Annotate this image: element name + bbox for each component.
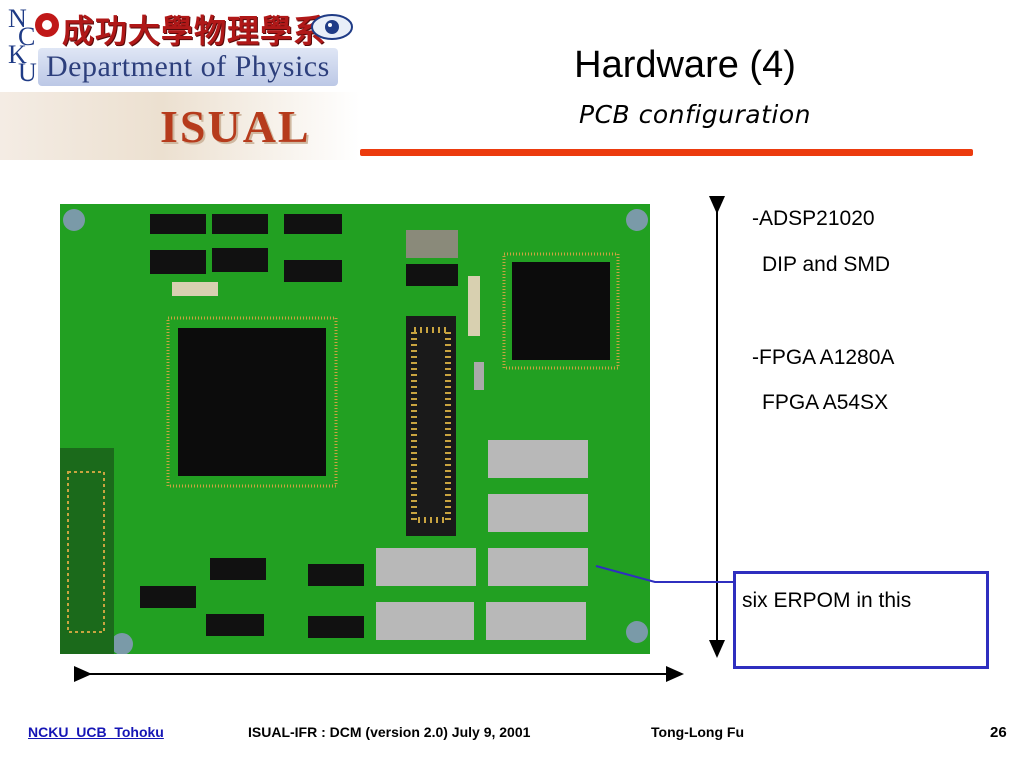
header-pins [468,276,480,336]
eprom-chip [376,548,476,586]
footer-link[interactable]: NCKU_UCB_Tohoku [28,724,164,740]
ncku-letter-n: N [8,4,27,33]
logo-chinese-name: 成功大學物理學系 [62,12,327,50]
ic-chip [150,250,206,274]
capacitor [474,362,484,390]
ic-chip [150,214,206,234]
eprom-chip [486,602,586,640]
mounting-hole [626,621,648,643]
mounting-hole [111,633,133,654]
fpga-chip-2 [512,262,610,360]
adsp-chip [406,316,456,536]
ncku-letter-u: U [18,58,37,87]
ic-chip [284,260,342,282]
slide-subtitle: PCB configuration [579,100,811,129]
bullet-fpga-a1280a: -FPGA A1280A [752,346,895,369]
eprom-chip [488,440,588,478]
mounting-hole [626,209,648,231]
callout-leader-line [595,565,734,583]
title-underline [360,149,973,156]
department-logo: N C K U 成功大學物理學系 Department of Physics I… [0,0,360,160]
bullet-adsp: -ADSP21020 [752,207,875,230]
eprom-chip [376,602,474,640]
ic-chip [308,616,364,638]
ic-chip [206,614,264,636]
oscillator [406,230,458,258]
callout-box [733,571,989,669]
footer-author: Tong-Long Fu [651,724,745,740]
ic-chip [212,214,268,234]
page-number: 26 [990,724,1007,741]
footer-title: ISUAL-IFR : DCM (version 2.0) July 9, 20… [248,724,531,740]
ncku-letter-k: K [8,40,27,69]
ncku-letter-c: C [18,22,36,51]
flower-emblem-icon [35,13,59,37]
bullet-fpga-a54sx: FPGA A54SX [762,391,889,414]
fpga-pins [166,316,338,488]
atom-eye-icon [311,14,353,40]
ic-chip [284,214,342,234]
callout-text: six ERPOM in this [742,589,912,612]
ic-chip [212,248,268,272]
connector-pins [67,471,105,633]
slide-title: Hardware (4) [574,44,796,86]
ic-chip [406,264,458,286]
eprom-chip [488,494,588,532]
eprom-chip [488,548,588,586]
mounting-hole [63,209,85,231]
pcb-photo [60,204,650,654]
adsp-pins [411,327,451,523]
fpga-2-pins [502,252,620,370]
header-pins [172,282,218,296]
ic-chip [140,586,196,608]
ic-chip [210,558,266,580]
bullet-dip-smd: DIP and SMD [762,253,890,276]
fpga-chip [178,328,326,476]
logo-background [0,92,360,160]
logo-department-name: Department of Physics [38,48,338,86]
logo-isual: ISUAL [160,101,311,152]
ic-chip [308,564,364,586]
